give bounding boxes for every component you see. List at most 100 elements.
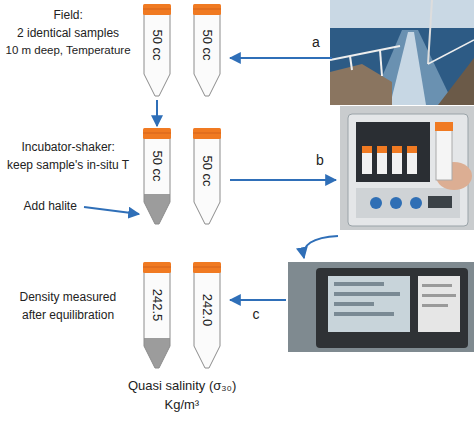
tube-cap	[143, 128, 171, 139]
arrow	[84, 207, 139, 214]
bottle-cap	[377, 146, 387, 153]
annotation: Quasi salinity (σ₃₀)	[128, 378, 236, 394]
sticker	[418, 276, 460, 332]
cap-ridge	[193, 267, 221, 268]
curved-arrow	[304, 236, 338, 258]
bottle-cap	[362, 146, 372, 153]
sticker-line	[422, 294, 456, 297]
screen-line	[334, 292, 400, 296]
chamber	[356, 122, 430, 182]
panel-letter: b	[316, 152, 324, 169]
annotation: Incubator-shaker:	[22, 140, 115, 154]
meter-body	[316, 268, 468, 348]
screen-line	[334, 302, 374, 306]
tube-body	[144, 138, 170, 224]
railing	[330, 46, 400, 60]
tube-body	[144, 272, 170, 368]
sticker-line	[422, 304, 448, 307]
sticker-line	[422, 284, 452, 287]
bottle	[377, 152, 387, 174]
screen	[328, 276, 410, 332]
cap-ridge	[193, 9, 221, 10]
cap-ridge	[143, 267, 171, 268]
tube-body	[194, 138, 220, 224]
sky	[330, 0, 474, 105]
bottle	[407, 152, 417, 174]
arrow	[230, 57, 332, 59]
held-tube	[436, 130, 452, 180]
tube-label: 50 cc	[150, 29, 165, 60]
incubator-photo	[340, 106, 474, 230]
tube-body	[194, 272, 220, 368]
railing	[380, 50, 382, 76]
bottle	[392, 152, 402, 174]
knob	[370, 197, 382, 209]
boat-photo	[330, 0, 474, 105]
background	[340, 106, 474, 230]
screen-line	[334, 312, 394, 316]
sample-tube: 50 cc	[142, 4, 172, 98]
tube-cap	[193, 4, 221, 15]
tube-body	[144, 272, 170, 368]
sample-tube: 50 cc	[192, 128, 222, 226]
held-tube-cap	[435, 122, 453, 131]
tube-body	[194, 272, 220, 368]
bottle	[362, 152, 372, 174]
knob	[390, 197, 402, 209]
screen-line	[334, 282, 384, 286]
tube-label: 50 cc	[200, 155, 215, 186]
tube-body	[144, 14, 170, 96]
mast	[428, 0, 432, 64]
incubator-body	[348, 114, 468, 226]
annotation: Field:	[54, 8, 83, 22]
cap-ridge	[143, 9, 171, 10]
wake	[390, 32, 426, 105]
sample-tube: 242.0	[192, 262, 222, 370]
annotation: Add halite	[24, 199, 77, 213]
sample-tube: 242.5	[142, 262, 172, 370]
tube-label: 50 cc	[150, 150, 165, 181]
tube-cap	[143, 262, 171, 273]
panel-letter: a	[312, 34, 320, 51]
tube-cap	[143, 4, 171, 15]
sample-tube: 50 cc	[192, 4, 222, 98]
tube-body	[194, 14, 220, 96]
annotation: keep sample's in-situ T	[7, 158, 129, 172]
sea	[330, 28, 474, 105]
sample-tube: 50 cc	[142, 128, 172, 226]
annotation: Kg/m³	[165, 397, 200, 413]
tube-body	[144, 14, 170, 96]
display	[428, 196, 452, 208]
background	[288, 262, 474, 352]
knob	[410, 197, 422, 209]
annotation: 10 m deep, Temperature	[6, 44, 131, 58]
railing	[428, 40, 474, 64]
panel-letter: c	[253, 306, 260, 323]
boat-deck	[330, 64, 392, 105]
density-meter-photo	[288, 262, 474, 352]
arrow	[230, 179, 336, 181]
tube-body	[144, 138, 170, 224]
tube-label: 50 cc	[200, 29, 215, 60]
tube-cap	[193, 128, 221, 139]
cap-ridge	[143, 133, 171, 134]
annotation: Density measured	[20, 290, 117, 304]
annotation: after equilibration	[22, 308, 114, 322]
flow-arrow	[156, 100, 158, 126]
tube-label: 242.0	[200, 294, 215, 327]
control-panel	[356, 188, 460, 218]
railing	[350, 56, 352, 70]
tube-cap	[193, 262, 221, 273]
annotation: 2 identical samples	[17, 26, 119, 40]
tube-label: 242.5	[150, 289, 165, 322]
boat-deck	[438, 58, 474, 105]
sky	[330, 0, 474, 28]
bottle-cap	[392, 146, 402, 153]
cap-ridge	[193, 133, 221, 134]
bottle-cap	[407, 146, 417, 153]
tube-body	[194, 138, 220, 224]
tube-body	[194, 14, 220, 96]
arrow	[230, 299, 286, 301]
